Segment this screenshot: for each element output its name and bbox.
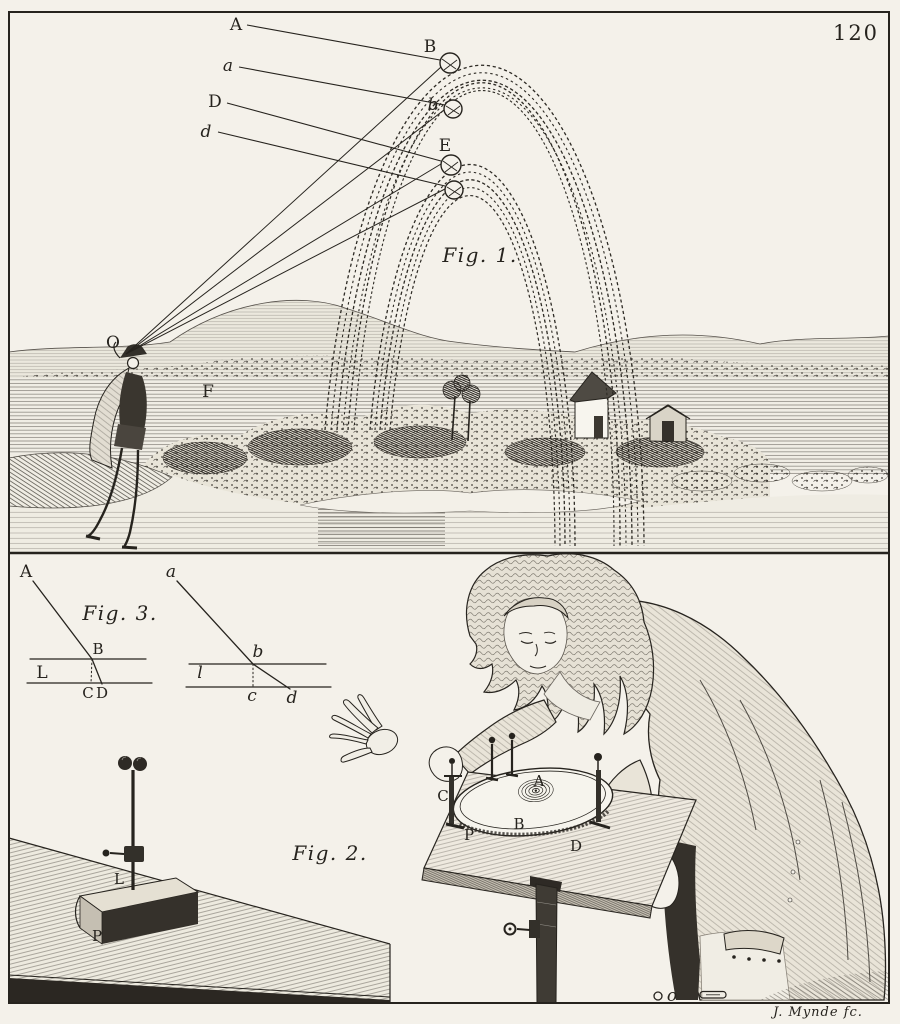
fig1-label-A: A xyxy=(229,15,243,35)
house xyxy=(569,371,617,439)
fig1-label-E: E xyxy=(439,136,451,156)
left-clamp xyxy=(449,776,454,824)
fig2-label-A: A xyxy=(533,772,545,790)
observer-head xyxy=(126,356,140,370)
fig2-label-D: D xyxy=(570,837,582,855)
raindrop-e xyxy=(444,180,464,200)
eye-rays xyxy=(125,66,446,355)
fig3-right-c: c xyxy=(247,686,257,706)
fig3-left xyxy=(26,580,153,685)
fig1-label-F: F xyxy=(202,382,214,402)
fig1-label-D: D xyxy=(208,92,222,112)
fig3-right-l: l xyxy=(197,663,202,683)
observer-body xyxy=(119,372,147,434)
fig1-label-O: O xyxy=(106,333,120,353)
raindrop-b xyxy=(443,99,463,119)
fig2-label-C: C xyxy=(437,787,448,805)
shed xyxy=(645,404,691,443)
raindrop-E xyxy=(440,154,462,176)
fig3-diagrams: A B L C D a b l c d Fig. 3. xyxy=(19,562,332,708)
fig3-left-L: L xyxy=(36,663,47,683)
pedestal-post xyxy=(535,883,558,1004)
trees xyxy=(442,374,481,442)
floor-object xyxy=(699,990,727,999)
stand-base-front xyxy=(102,892,198,944)
fig1-label-B: B xyxy=(424,37,437,57)
stand-ball-right xyxy=(133,757,147,771)
rainbow-outer xyxy=(324,64,645,547)
side-table xyxy=(8,837,391,1003)
stand-base-side xyxy=(79,895,103,945)
floor-label-o: o xyxy=(667,986,677,1006)
fig2-label-B: B xyxy=(513,815,524,833)
fig3-left-B: B xyxy=(92,640,103,658)
observer-figure xyxy=(85,341,147,550)
boy-open-hand xyxy=(329,694,399,763)
right-clamp xyxy=(596,770,601,822)
fig1-label-a: a xyxy=(223,56,233,76)
shore-water xyxy=(318,502,445,548)
fig2-label-P: P xyxy=(464,826,474,844)
engraver-signature: J. Mynde fc. xyxy=(770,1005,863,1020)
fig1-label-b: b xyxy=(428,95,439,115)
stand-apparatus: L P xyxy=(74,756,200,945)
back-posts xyxy=(485,732,519,782)
observer-skirt xyxy=(114,424,146,450)
page-number: 120 xyxy=(833,21,879,45)
fig1-label-d: d xyxy=(201,122,212,142)
stand-ball-left xyxy=(118,756,132,770)
fig1-caption: Fig. 1. xyxy=(441,243,517,267)
grass-mound xyxy=(8,452,173,509)
beach xyxy=(299,489,642,514)
ripples xyxy=(518,779,554,803)
fig3-caption: Fig. 3. xyxy=(81,601,157,625)
right-bushes xyxy=(671,463,889,492)
fig3-left-A: A xyxy=(19,562,33,582)
rainbow-inner xyxy=(369,163,576,547)
fig3-right-d: d xyxy=(287,688,298,708)
bush-clumps xyxy=(162,425,705,475)
fig3-left-C: C xyxy=(82,684,93,702)
pedestal-bracket xyxy=(529,920,540,938)
pocket-buttons xyxy=(732,955,781,963)
boy-figure xyxy=(329,553,887,1001)
fig3-right-b: b xyxy=(253,642,264,662)
ground-shadow xyxy=(760,971,888,1000)
fig3-left-D: D xyxy=(96,684,108,702)
raindrops xyxy=(439,52,464,200)
plate-frame xyxy=(8,11,890,1004)
observer-hat xyxy=(120,344,147,358)
coat-folds xyxy=(699,679,871,983)
fig2-caption: Fig. 2. xyxy=(291,841,367,865)
floor-ring xyxy=(653,991,663,1001)
raindrop-B xyxy=(439,52,461,74)
coat-buttons xyxy=(787,839,801,903)
boy-neckcloth xyxy=(543,671,601,721)
boy-wrist-ruffle xyxy=(428,746,463,782)
observer-legs xyxy=(87,447,140,548)
boy-hair-fringe xyxy=(503,597,569,620)
sun-rays xyxy=(217,24,446,187)
pocket-flap xyxy=(723,930,785,955)
stand-clamp xyxy=(124,846,144,862)
stand-clamp-screw xyxy=(102,849,110,857)
boy-face-features xyxy=(518,631,557,669)
fig3-right-a: a xyxy=(166,562,176,582)
stand-label-L: L xyxy=(114,870,124,888)
fig2-scene: L P Fig. 2. xyxy=(8,553,888,1006)
stand-label-P: P xyxy=(92,927,102,945)
fig1-scene: A a D d B b E O F Fig. 1. xyxy=(8,15,890,553)
fig3-right xyxy=(176,580,332,690)
dish-clamps xyxy=(444,732,611,830)
